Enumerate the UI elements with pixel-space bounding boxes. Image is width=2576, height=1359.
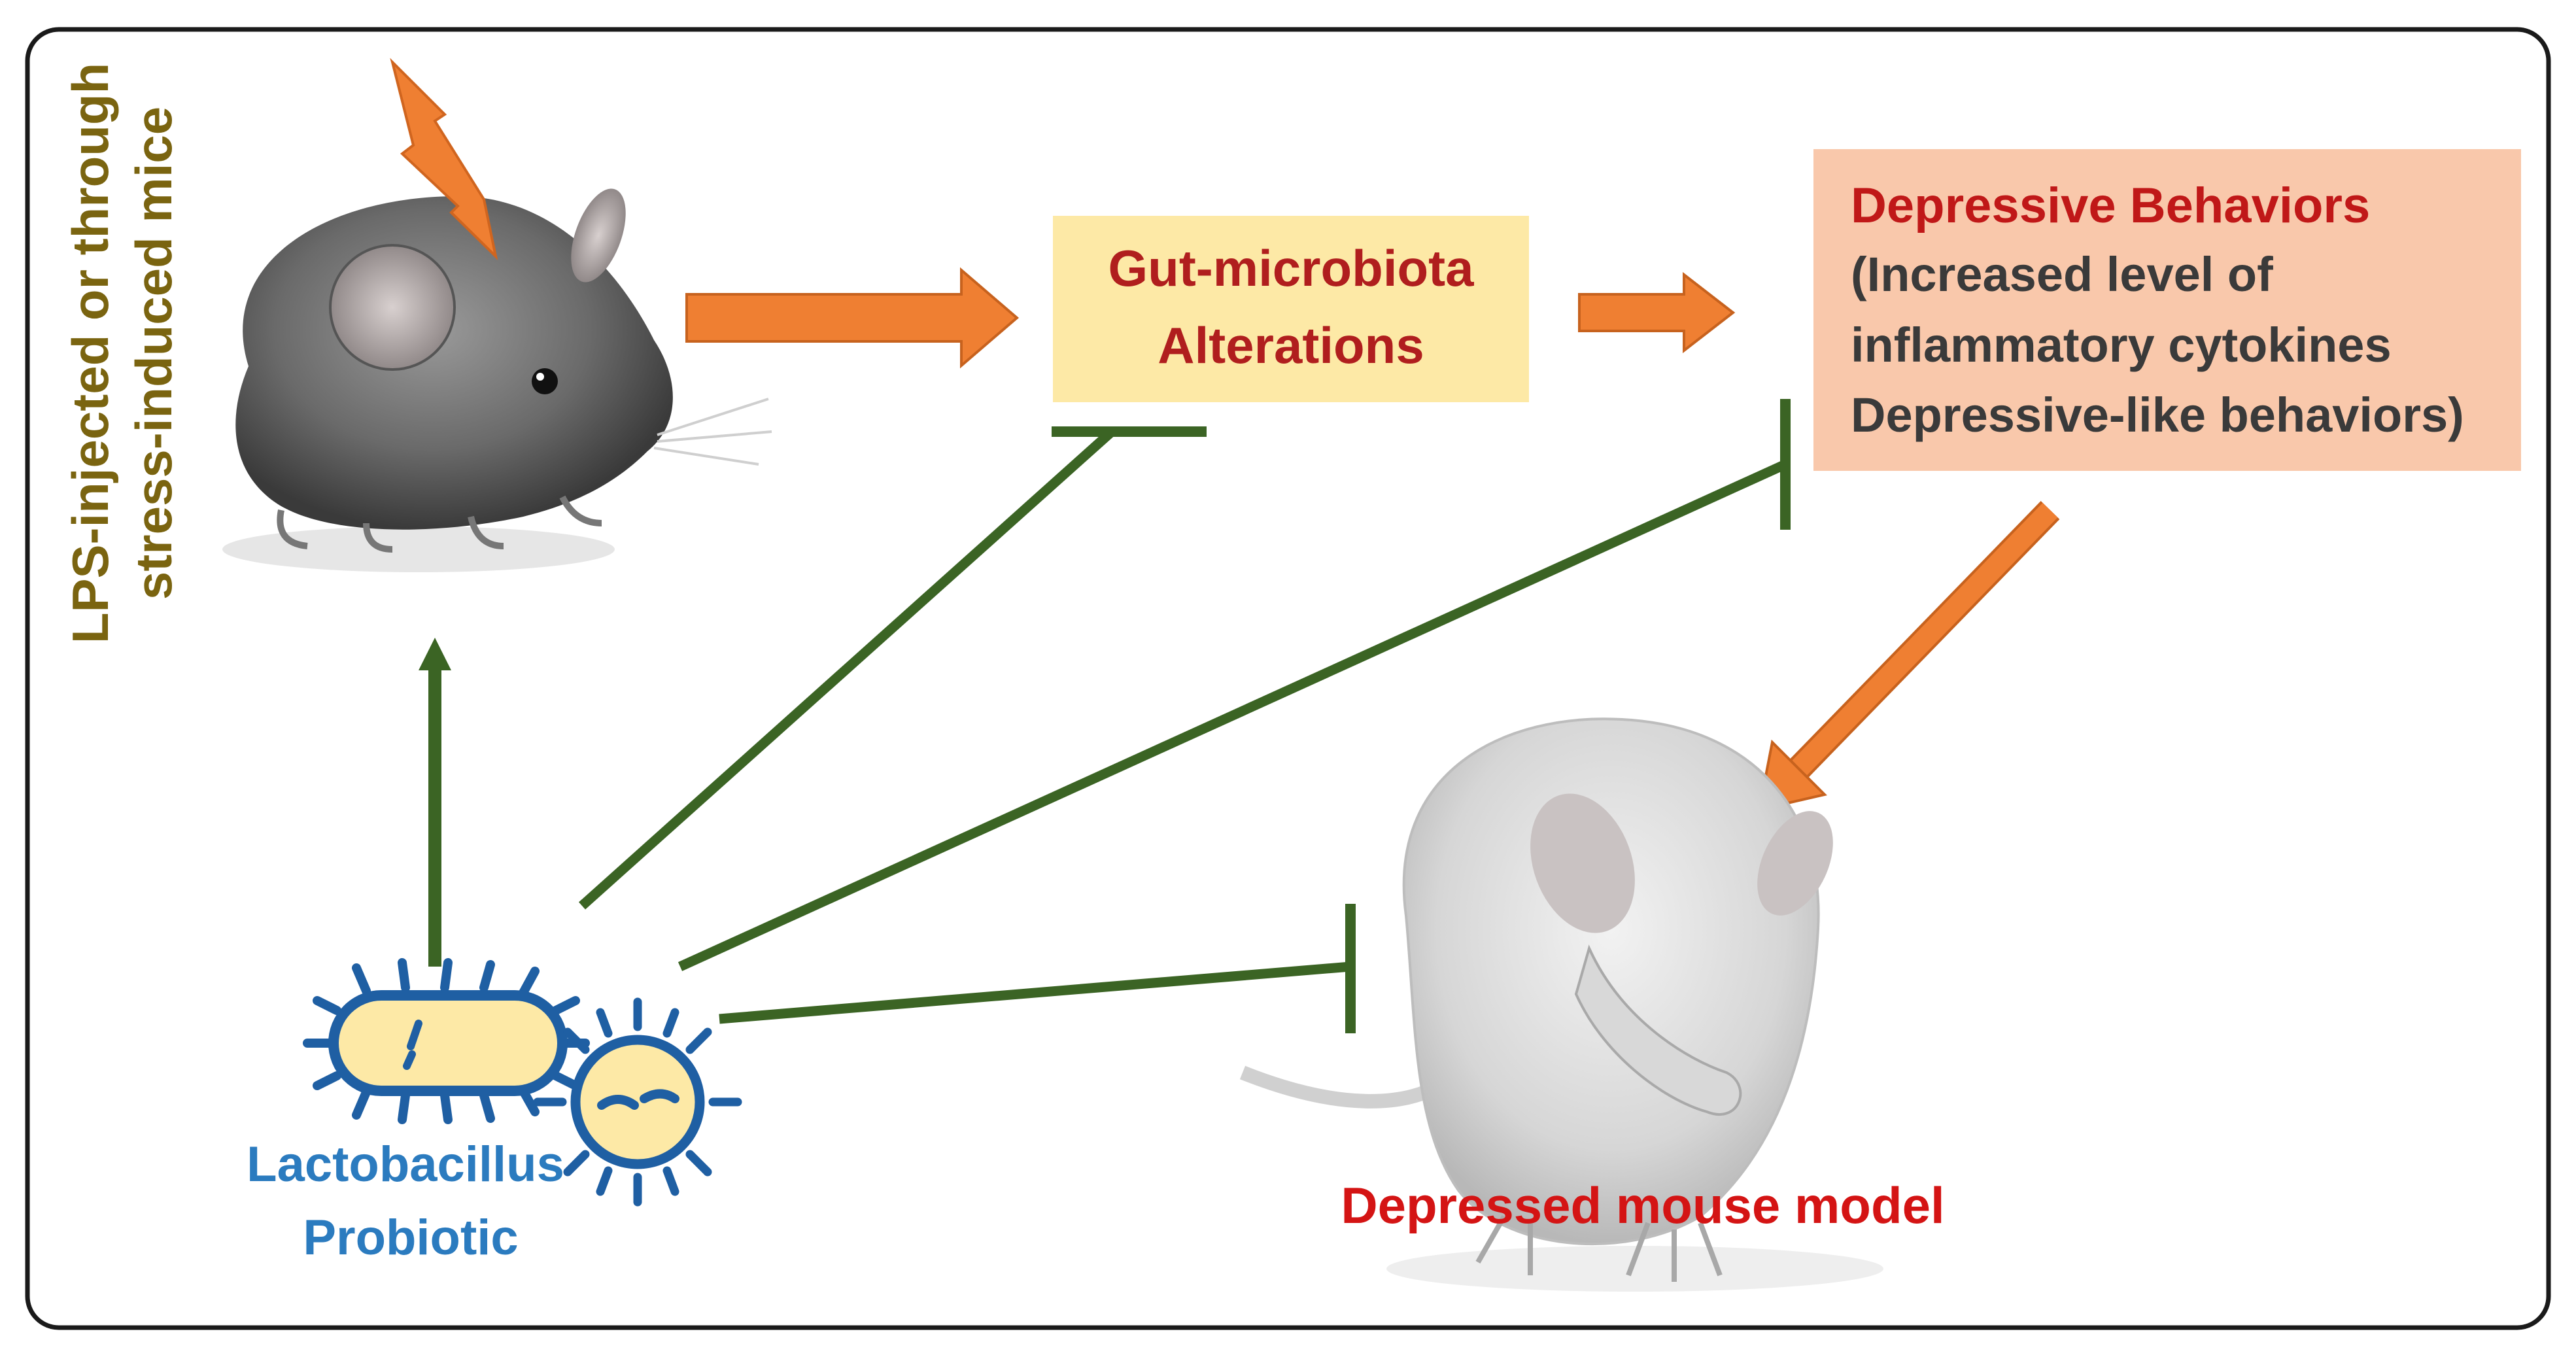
hiding-mouse-icon: [1239, 717, 1883, 1292]
arrow-probiotic-to-mouse: [419, 638, 451, 967]
arrow-gut-to-depressive: [1578, 271, 1736, 354]
depressive-box-line2: inflammatory cytokines: [1851, 318, 2392, 372]
arrow-depressive-to-mouse: [1757, 501, 2060, 812]
depressive-behaviors-box: Depressive Behaviors (Increased level of…: [1813, 149, 2521, 471]
mouse-icon: [222, 188, 772, 572]
gut-microbiota-box: Gut-microbiota Alterations: [1053, 216, 1529, 402]
rod-bacterium-icon: [303, 958, 590, 1124]
gut-box-line2: Alterations: [1158, 317, 1424, 374]
depressive-box-title: Depressive Behaviors: [1851, 178, 2370, 233]
inhibit-gut: [578, 426, 1207, 910]
round-bacterium-icon: [533, 997, 742, 1207]
side-label-line1: LPS-injected or through: [61, 63, 119, 644]
probiotic-label-line2: Probiotic: [303, 1210, 518, 1265]
depressive-box-line3: Depressive-like behaviors): [1851, 388, 2464, 442]
depressed-mouse-label: Depressed mouse model: [1341, 1177, 1944, 1234]
lightning-bolt-icon: [390, 58, 498, 261]
diagram-frame: [25, 27, 2551, 1330]
depressive-box-line1: (Increased level of: [1851, 247, 2273, 301]
side-label: LPS-injected or through stress-induced m…: [61, 63, 182, 644]
probiotic-label-line1: Lactobacillus: [247, 1137, 564, 1192]
inhibit-depressive: [678, 399, 1791, 971]
arrow-mouse-to-gut: [685, 267, 1020, 369]
gut-box-line1: Gut-microbiota: [1108, 239, 1475, 297]
inhibit-depressed-mouse: [719, 904, 1356, 1033]
side-label-line2: stress-induced mice: [125, 107, 182, 600]
